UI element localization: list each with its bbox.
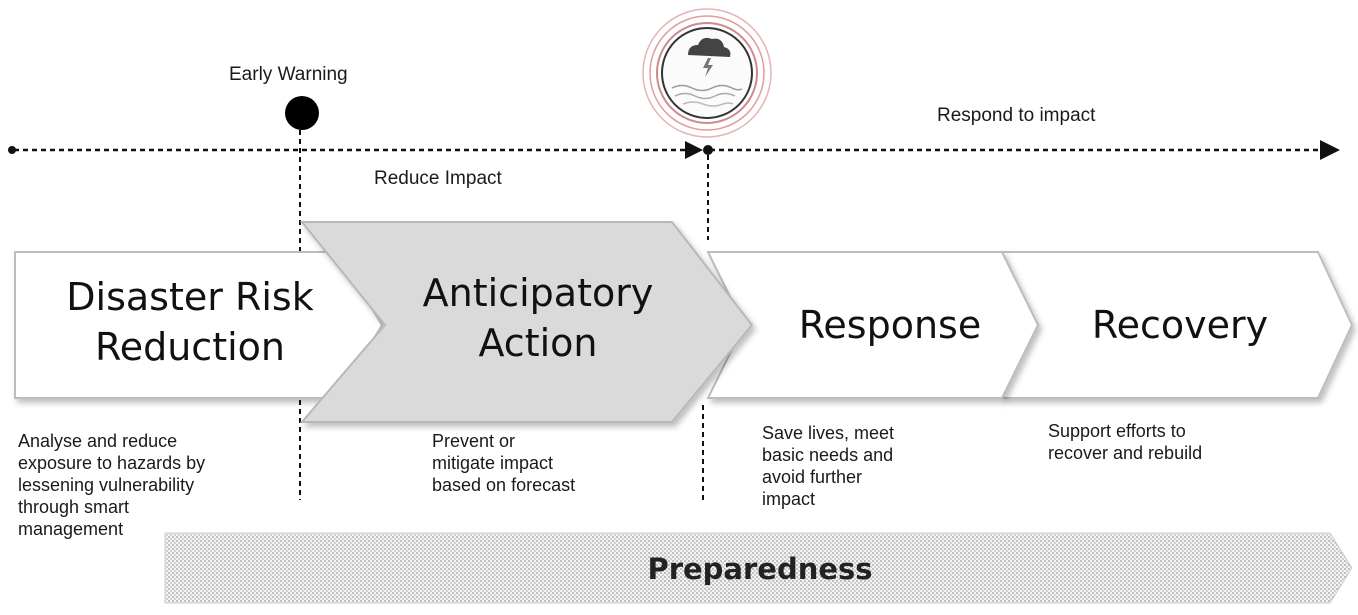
description-line: Save lives, meet (762, 423, 895, 443)
stage-title-recovery: Recovery (1040, 300, 1320, 350)
impact-point-dot (703, 145, 713, 155)
timeline-mid-arrowhead (685, 141, 703, 159)
stage-description-recovery: Support efforts to recover and rebuild (1048, 420, 1202, 464)
stage-title-line: Reduction (95, 325, 285, 369)
stage-title-line: Recovery (1091, 303, 1269, 347)
preparedness-band (164, 532, 1353, 604)
reduce-impact-label: Reduce Impact (374, 168, 502, 189)
stage-title-response: Response (750, 300, 1030, 350)
description-line: mitigate impact (432, 453, 554, 473)
stage-title-line: Disaster Risk (66, 275, 314, 319)
stage-description-disaster-risk-reduction: Analyse and reduce exposure to hazards b… (18, 430, 205, 540)
description-line: based on forecast (432, 475, 576, 495)
stage-title-line: Response (798, 303, 982, 347)
description-line: exposure to hazards by (18, 453, 206, 473)
stage-title-disaster-risk-reduction: Disaster Risk Reduction (20, 272, 360, 372)
stage-title-line: Action (478, 321, 598, 365)
early-warning-marker (285, 96, 319, 130)
early-warning-label: Early Warning (229, 64, 348, 85)
description-line: management (18, 519, 124, 539)
stage-title-line: Anticipatory (422, 271, 654, 315)
description-line: impact (762, 489, 816, 509)
description-line: avoid further (762, 467, 863, 487)
description-line: Analyse and reduce (18, 431, 178, 451)
description-line: through smart (18, 497, 130, 517)
description-line: recover and rebuild (1048, 443, 1203, 463)
description-line: Support efforts to (1048, 421, 1186, 441)
respond-to-impact-label: Respond to impact (937, 105, 1096, 126)
preparedness-label: Preparedness (647, 552, 873, 586)
stage-title-anticipatory-action: Anticipatory Action (378, 268, 698, 368)
timeline-end-arrowhead (1320, 140, 1340, 160)
stage-description-anticipatory-action: Prevent or mitigate impact based on fore… (432, 430, 575, 496)
timeline-start-dot (8, 146, 16, 154)
description-line: lessening vulnerability (18, 475, 195, 495)
description-line: basic needs and (762, 445, 894, 465)
storm-cloud-lightning-icon (642, 8, 772, 138)
description-line: Prevent or (432, 431, 516, 451)
stage-description-response: Save lives, meet basic needs and avoid f… (762, 422, 894, 510)
anticipatory-action-chevron (299, 221, 754, 423)
